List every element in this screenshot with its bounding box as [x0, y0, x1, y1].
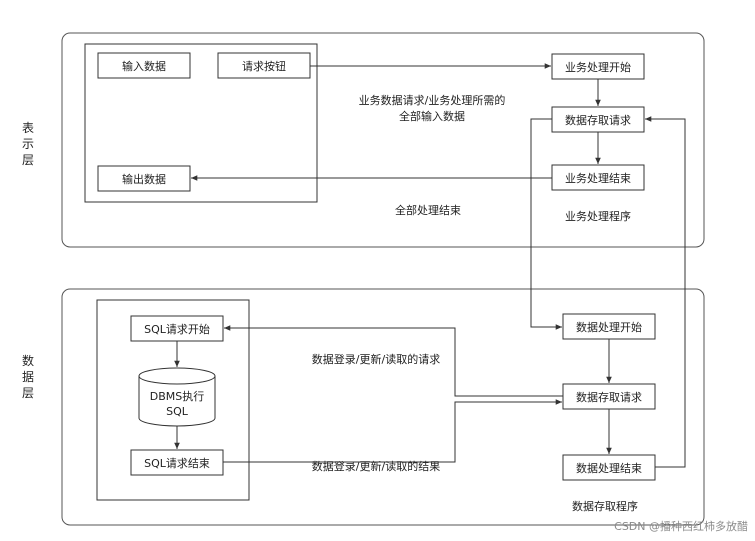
watermark: CSDN @播种西红柿多放醋: [614, 519, 748, 533]
data-layer-label-2: 据: [22, 370, 34, 384]
sql-start-box: [130, 315, 224, 342]
sql-end-text: SQL请求结束: [144, 457, 210, 470]
biz-program-label: 业务处理程序: [565, 209, 631, 223]
data-access-request-box: [562, 383, 656, 410]
dbms-cylinder-top: [138, 367, 216, 385]
dbms-text-line1: DBMS执行: [150, 389, 205, 403]
arrow-data-request-to-sql-start: [224, 325, 563, 397]
request-note-line2: 全部输入数据: [399, 109, 465, 123]
data-program-label: 数据存取程序: [572, 499, 638, 513]
data-end-text: 数据处理结束: [576, 461, 642, 475]
presentation-layer-label-2: 示: [22, 137, 34, 151]
presentation-layer-label-3: 层: [22, 153, 34, 167]
input-data-box: [97, 52, 191, 79]
data-access-request-text: 数据存取请求: [576, 390, 642, 404]
dbms-text-line2: SQL: [166, 405, 189, 418]
data-result-note: 数据登录/更新/读取的结果: [312, 459, 440, 473]
request-button-text: 请求按钮: [242, 59, 286, 73]
biz-start-text: 业务处理开始: [565, 60, 631, 74]
sql-start-text: SQL请求开始: [144, 322, 210, 336]
arrow-sql-end-to-data-request: [223, 399, 562, 463]
biz-data-request-text: 数据存取请求: [565, 113, 631, 127]
arrow-data-end-to-biz-request: [645, 116, 686, 468]
biz-data-request-box: [551, 106, 645, 133]
data-request-note: 数据登录/更新/读取的请求: [312, 352, 440, 366]
request-note-line1: 业务数据请求/业务处理所需的: [359, 93, 506, 107]
input-data-text: 输入数据: [122, 59, 166, 73]
all-done-label: 全部处理结束: [395, 203, 461, 217]
output-data-text: 输出数据: [122, 172, 166, 186]
data-start-text: 数据处理开始: [576, 320, 642, 334]
data-layer-label-3: 层: [22, 386, 34, 400]
data-layer-label-1: 数: [22, 353, 34, 368]
presentation-layer-label-1: 表: [22, 121, 34, 135]
biz-end-text: 业务处理结束: [565, 172, 631, 185]
biz-start-box: [551, 53, 645, 80]
arrow-biz-request-to-data-start: [530, 118, 562, 330]
sql-end-box: [130, 449, 224, 476]
biz-end-box: [551, 164, 645, 191]
output-data-box: [97, 165, 191, 192]
